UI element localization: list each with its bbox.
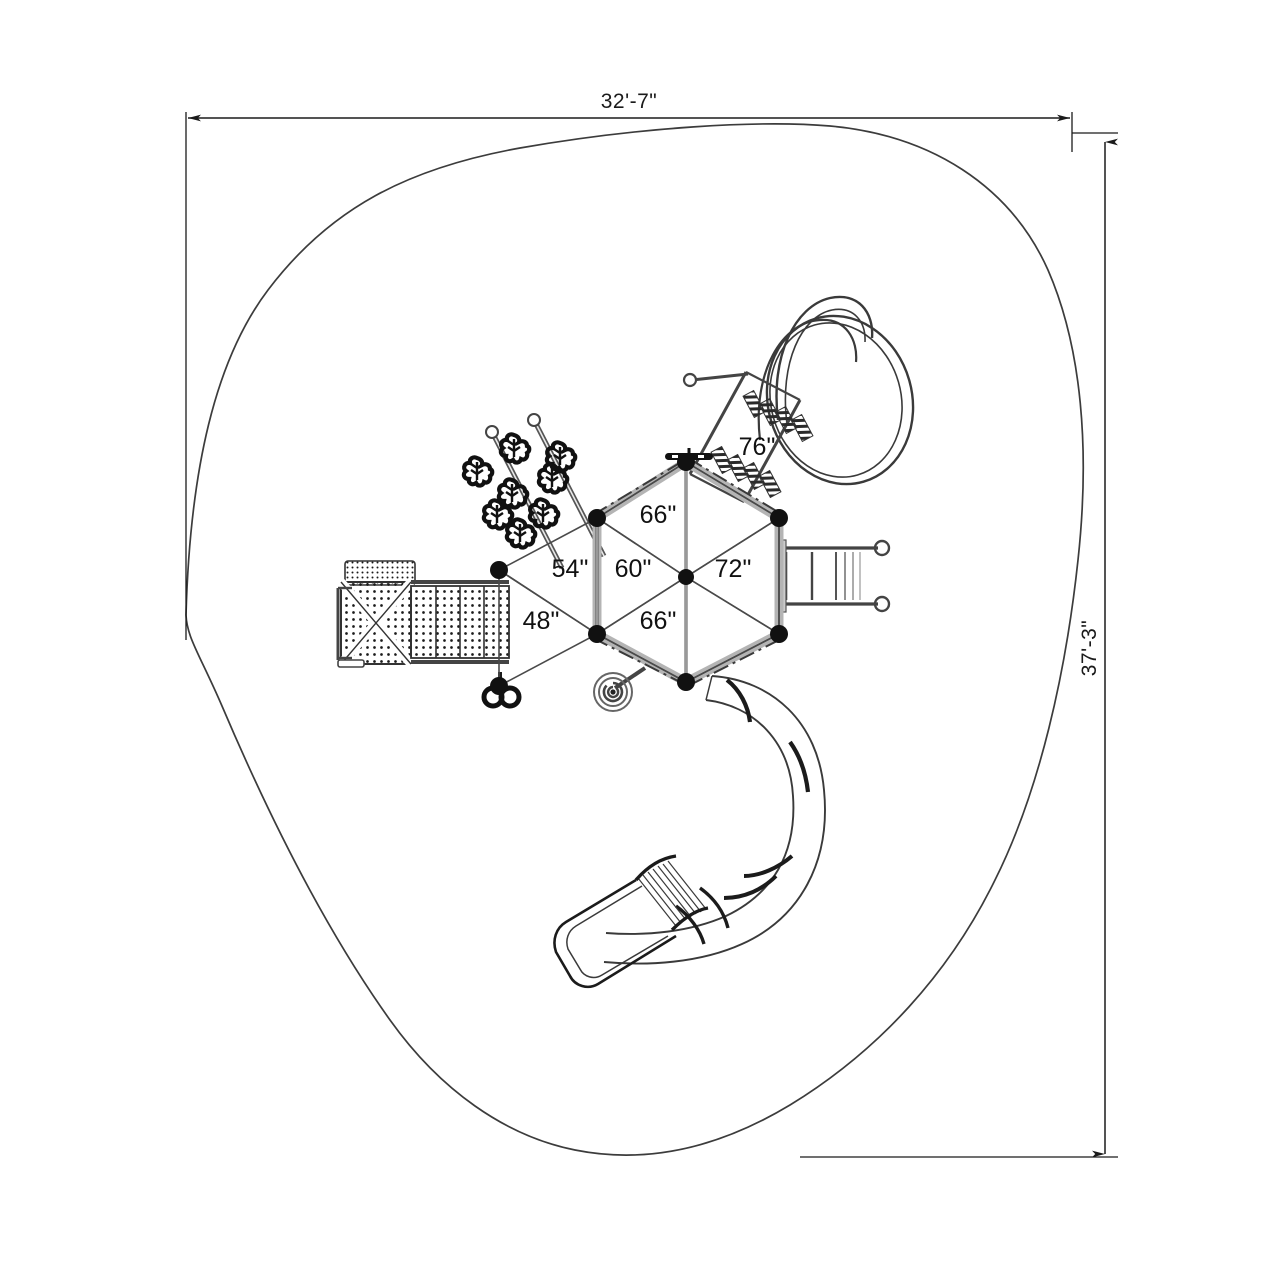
deck-label-66-lower: 66" — [640, 607, 677, 635]
deck-label-66-upper: 66" — [640, 501, 677, 529]
overall-width-label: 32'-7" — [601, 90, 658, 113]
deck-label-60: 60" — [615, 555, 652, 583]
arch-ring-climber — [757, 295, 915, 486]
hexagonal-deck-cluster — [490, 453, 788, 695]
deck-label-76: 76" — [739, 433, 776, 461]
perforated-bridge — [410, 580, 510, 664]
leaf-climber — [464, 413, 607, 570]
deck-label-48: 48" — [523, 607, 560, 635]
support-posts — [490, 453, 788, 695]
overhead-horizontal-ladder — [779, 539, 891, 613]
use-zone-boundary — [185, 123, 1085, 1156]
deck-height-labels: 48" 54" 60" 66" 66" 72" 76" — [523, 433, 776, 635]
dimension-labels: 32'-7" 37'-3" — [601, 90, 1101, 676]
transfer-station-panel — [336, 560, 416, 668]
spiral-maze-panel — [593, 666, 647, 712]
overall-height-label: 37'-3" — [1078, 620, 1101, 677]
dimension-lines — [185, 112, 1118, 1158]
stair-entry — [665, 371, 814, 503]
deck-label-72: 72" — [715, 555, 752, 583]
deck-label-54: 54" — [552, 555, 589, 583]
spiral-tube-slide — [553, 675, 826, 989]
